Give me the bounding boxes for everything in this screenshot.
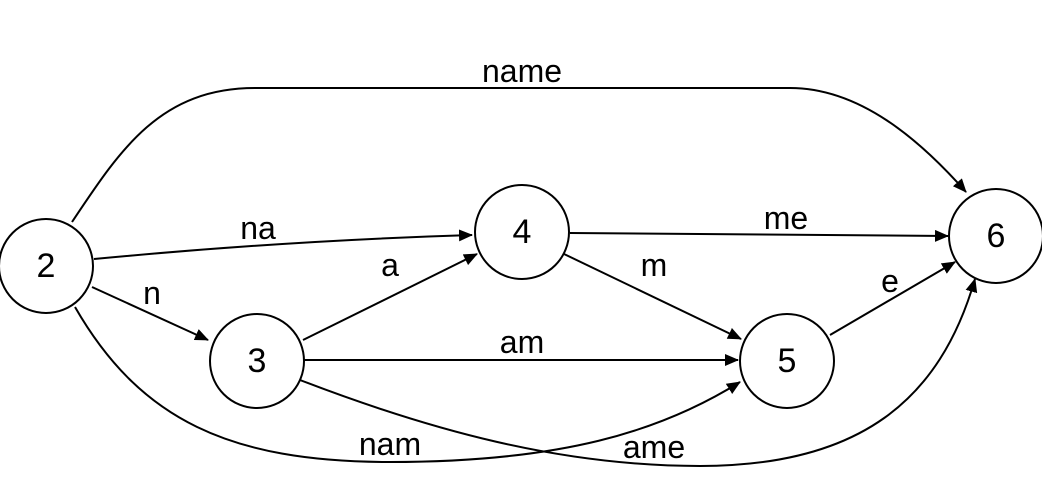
edge-label-2-3: n: [143, 275, 161, 311]
edge-label-4-6: me: [764, 200, 808, 236]
state-node-5: 5: [739, 313, 835, 409]
state-node-3: 3: [209, 313, 305, 409]
state-node-5-label: 5: [778, 342, 797, 380]
edge-label-2-4: na: [240, 210, 276, 246]
edge-labels: name na n nam a am ame me m e: [143, 53, 899, 465]
edge-5-6: [829, 261, 956, 336]
edge-2-5: [74, 306, 741, 464]
state-node-6-label: 6: [987, 217, 1006, 255]
state-node-2: 2: [0, 218, 94, 314]
state-node-4-label: 4: [513, 213, 532, 251]
nodes: 2 3 4 5 6: [0, 184, 1042, 409]
edge-2-4: [93, 229, 473, 260]
edge-label-4-5: m: [641, 247, 668, 283]
edge-3-6: [299, 278, 978, 468]
edge-2-6: [71, 87, 967, 223]
edge-4-5: [563, 253, 742, 340]
state-node-4: 4: [474, 184, 570, 280]
edge-label-5-6: e: [881, 263, 899, 299]
edge-4-6: [569, 229, 949, 242]
edge-2-3: [91, 286, 209, 341]
edge-label-3-4: a: [381, 247, 399, 283]
edge-label-2-5: nam: [359, 426, 421, 462]
edge-label-3-5: am: [500, 324, 544, 360]
state-node-3-label: 3: [248, 342, 267, 380]
edge-3-4: [302, 253, 478, 341]
edge-label-3-6: ame: [623, 429, 685, 465]
edge-label-2-6: name: [482, 53, 562, 89]
edges: [71, 87, 978, 468]
state-node-6: 6: [948, 188, 1042, 284]
state-node-2-label: 2: [37, 247, 56, 285]
